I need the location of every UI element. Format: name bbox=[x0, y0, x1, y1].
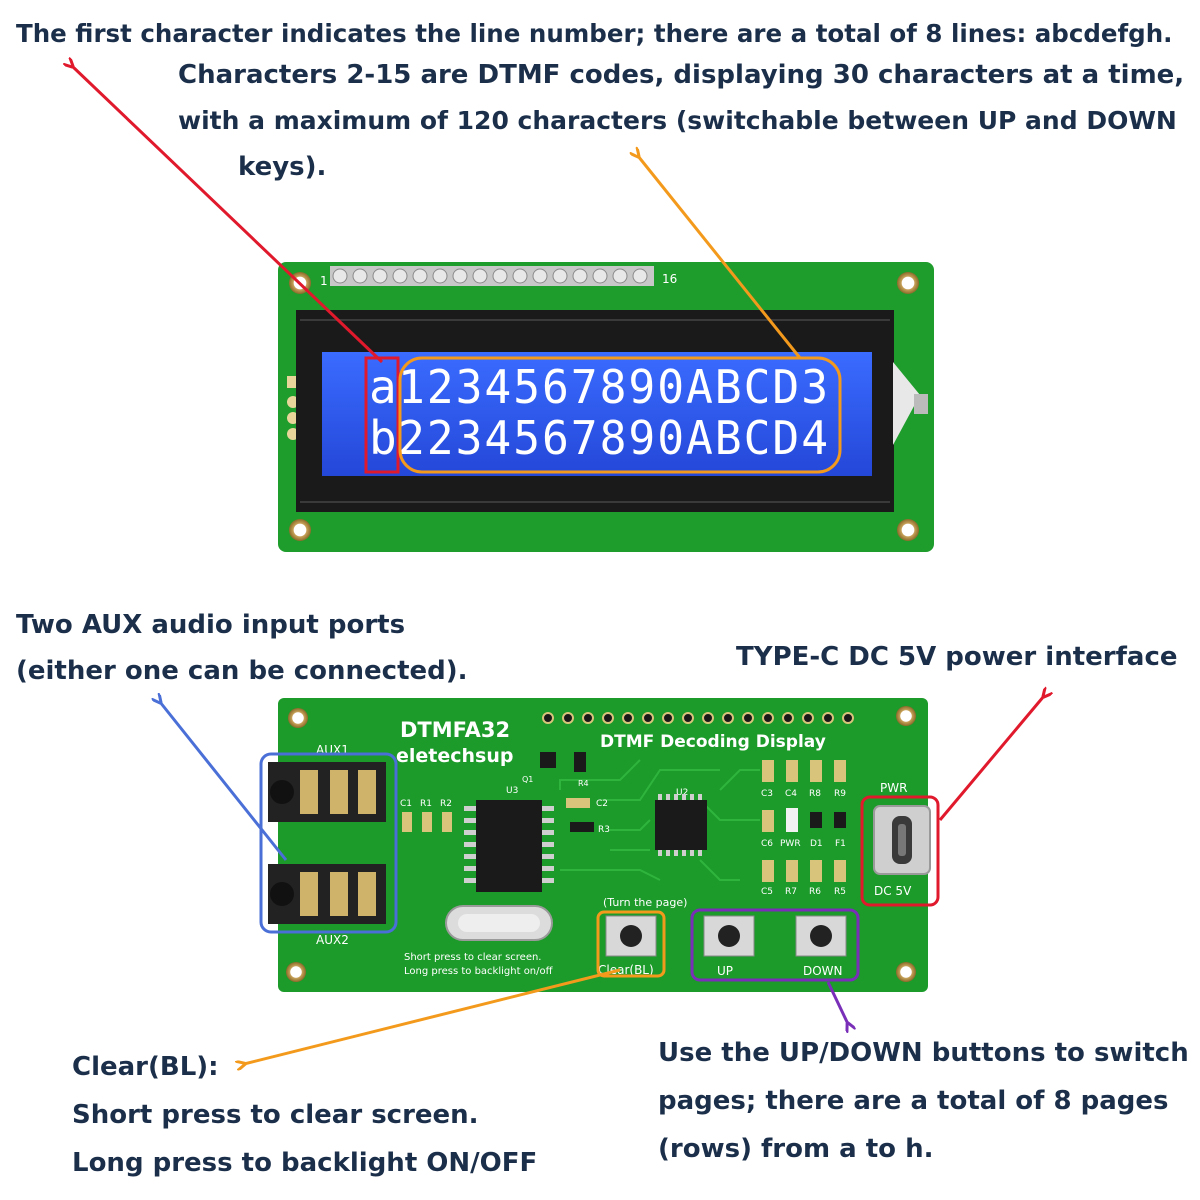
up-down-highlight bbox=[690, 908, 860, 982]
lcd-screen bbox=[322, 352, 872, 476]
lcd-row1-prefix: a bbox=[369, 360, 399, 414]
annotation-line-number: The first character indicates the line n… bbox=[16, 19, 1173, 48]
r3-resistor bbox=[570, 822, 594, 832]
crystal bbox=[445, 905, 553, 941]
type-c-highlight bbox=[860, 795, 940, 907]
annotation-clear-line1: Clear(BL): bbox=[72, 1052, 219, 1082]
passives-left bbox=[402, 812, 452, 832]
mount-hole bbox=[897, 519, 919, 541]
annotation-clear-line3: Long press to backlight ON/OFF bbox=[72, 1148, 538, 1178]
label-r5: R5 bbox=[834, 887, 846, 897]
clear-button[interactable] bbox=[605, 915, 657, 957]
board-title: DTMF Decoding Display bbox=[600, 732, 826, 752]
annotation-updown-line1: Use the UP/DOWN buttons to switch bbox=[658, 1038, 1189, 1068]
mount-hole bbox=[897, 272, 919, 294]
annotation-dtmf-line1: Characters 2-15 are DTMF codes, displayi… bbox=[178, 60, 1185, 90]
label-c2: C2 bbox=[596, 799, 608, 809]
pin-1-label: 1 bbox=[320, 274, 328, 288]
board-model: DTMFA32 bbox=[400, 718, 510, 742]
mount-hole bbox=[896, 706, 916, 726]
aux2-jack bbox=[268, 864, 386, 924]
label-r3: R3 bbox=[598, 825, 610, 835]
label-r8: R8 bbox=[809, 789, 821, 799]
label-q1: Q1 bbox=[522, 775, 533, 784]
mount-hole bbox=[288, 708, 308, 728]
mount-hole bbox=[896, 962, 916, 982]
arrow-type-c bbox=[938, 696, 1044, 821]
annotation-aux-line2: (either one can be connected). bbox=[16, 656, 468, 686]
annotation-type-c: TYPE-C DC 5V power interface bbox=[736, 642, 1178, 672]
arrow-line-number bbox=[72, 66, 384, 364]
short-press-silk: Short press to clear screen. bbox=[404, 952, 542, 963]
label-c5: C5 bbox=[761, 887, 773, 897]
annotation-updown-line3: (rows) from a to h. bbox=[658, 1134, 934, 1164]
label-c3: C3 bbox=[761, 789, 773, 799]
label-r7: R7 bbox=[785, 887, 797, 897]
label-u3: U3 bbox=[506, 786, 518, 796]
pwr-led bbox=[786, 808, 798, 832]
arrow-aux-ports bbox=[160, 702, 288, 861]
lcd-row1-code: 1234567890ABCD3 bbox=[398, 360, 830, 414]
board-pin-header bbox=[542, 712, 854, 724]
label-r4: R4 bbox=[578, 779, 589, 788]
q1-transistor bbox=[540, 752, 556, 768]
u2-chip bbox=[655, 794, 707, 856]
up-button[interactable] bbox=[703, 915, 755, 957]
decoder-board: DTMFA32 eletechsup DTMF Decoding Display… bbox=[259, 698, 940, 992]
u3-chip bbox=[464, 800, 554, 892]
label-pwr-led: PWR bbox=[780, 839, 801, 849]
pcb-traces bbox=[559, 759, 760, 881]
annotation-dtmf-line2: with a maximum of 120 characters (switch… bbox=[178, 106, 1177, 135]
mount-hole bbox=[289, 519, 311, 541]
r4-resistor bbox=[574, 752, 586, 772]
arrow-up-down bbox=[826, 981, 848, 1024]
aux1-jack bbox=[268, 762, 386, 822]
long-press-silk: Long press to backlight on/off bbox=[404, 966, 554, 977]
backlight-tab bbox=[893, 362, 920, 445]
label-r2: R2 bbox=[440, 799, 452, 809]
down-silk: DOWN bbox=[803, 964, 843, 978]
label-d1: D1 bbox=[810, 839, 823, 849]
mount-hole bbox=[286, 962, 306, 982]
annotation-aux-line1: Two AUX audio input ports bbox=[16, 610, 406, 640]
label-u2: U2 bbox=[676, 788, 688, 798]
annotation-dtmf-line3: keys). bbox=[238, 152, 327, 182]
label-r9: R9 bbox=[834, 789, 846, 799]
down-button[interactable] bbox=[795, 915, 847, 957]
label-f1: F1 bbox=[835, 839, 846, 849]
arrow-clear-bl bbox=[244, 968, 621, 1064]
annotation-updown-line2: pages; there are a total of 8 pages bbox=[658, 1086, 1169, 1116]
annotation-clear-line2: Short press to clear screen. bbox=[72, 1100, 479, 1130]
dc5v-label: DC 5V bbox=[874, 884, 912, 898]
type-c-port bbox=[873, 805, 931, 875]
label-c6: C6 bbox=[761, 839, 773, 849]
arrow-dtmf-codes bbox=[638, 156, 802, 359]
up-silk: UP bbox=[717, 964, 733, 978]
lcd-module: 1 16 a 1234567890ABCD3 b 2234567890ABCD4 bbox=[278, 262, 934, 552]
dtmf-code-highlight bbox=[398, 356, 842, 474]
label-c1: C1 bbox=[400, 799, 412, 809]
c2-capacitor bbox=[566, 798, 590, 808]
turn-page-label: (Turn the page) bbox=[603, 896, 687, 909]
label-r6: R6 bbox=[809, 887, 821, 897]
label-r1: R1 bbox=[420, 799, 432, 809]
line-number-highlight bbox=[364, 356, 400, 474]
lcd-pin-header bbox=[330, 266, 654, 286]
f1-fuse bbox=[834, 812, 846, 828]
clear-highlight bbox=[596, 910, 666, 978]
d1-diode bbox=[810, 812, 822, 828]
pin-16-label: 16 bbox=[662, 272, 677, 286]
label-c4: C4 bbox=[785, 789, 797, 799]
aux2-label: AUX2 bbox=[316, 933, 349, 947]
pwr-label: PWR bbox=[880, 781, 907, 795]
board-brand: eletechsup bbox=[396, 745, 513, 767]
passives-right bbox=[762, 760, 846, 882]
lcd-row2-code: 2234567890ABCD4 bbox=[398, 411, 830, 465]
aux-highlight bbox=[259, 752, 398, 934]
lcd-row2-prefix: b bbox=[369, 411, 399, 465]
